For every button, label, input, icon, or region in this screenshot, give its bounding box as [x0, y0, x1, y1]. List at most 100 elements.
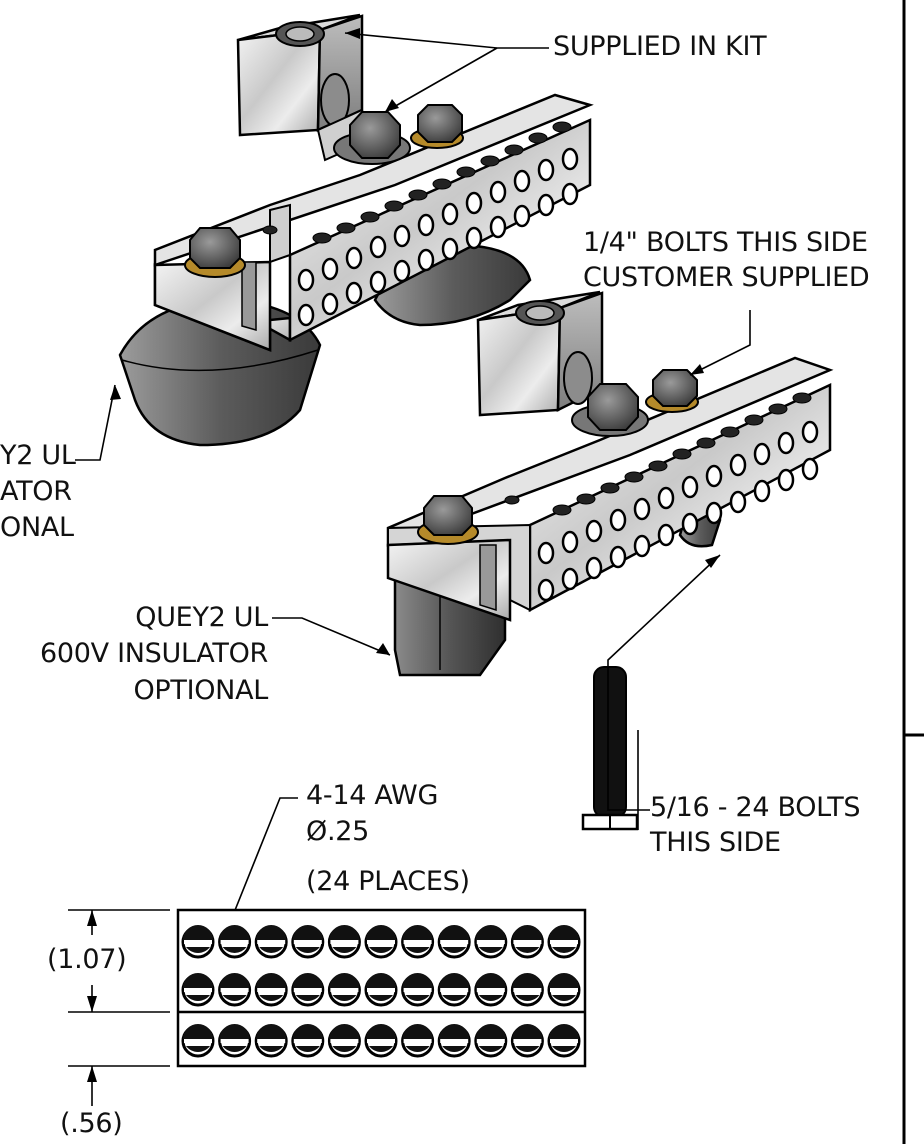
terminal-hole-thread [186, 1046, 210, 1052]
lower-assembly [386, 290, 834, 677]
terminal-hole-thread [256, 973, 287, 988]
terminal-hole-slot [220, 940, 249, 944]
terminal-hole-slot [440, 988, 469, 992]
lower-bolt-right [645, 369, 699, 413]
terminal-hole-thread [332, 947, 357, 953]
bolt-516-illustration [581, 666, 639, 831]
terminal-hole-thread [552, 947, 576, 953]
upper-lug [236, 13, 372, 162]
terminal-hole-slot [330, 988, 359, 992]
lower-bolt-center [571, 383, 649, 437]
terminal-hole-thread [219, 1024, 250, 1039]
terminal-hole-thread [512, 973, 543, 988]
terminal-hole-thread [183, 925, 213, 940]
terminal-hole-thread [515, 947, 540, 953]
terminal-hole-thread [369, 1046, 393, 1052]
terminal-hole-thread [442, 995, 467, 1001]
terminal-hole-slot [367, 940, 395, 944]
terminal-hole-thread [369, 995, 393, 1001]
terminal-hole-slot [476, 940, 505, 944]
terminal-hole-thread [515, 995, 540, 1001]
terminal-hole-slot [257, 988, 286, 992]
terminal-hole-thread [186, 947, 210, 954]
terminal-hole-thread [259, 1046, 284, 1052]
terminal-hole-slot [476, 1039, 505, 1043]
terminal-hole-thread [402, 925, 433, 940]
terminal-hole-thread [366, 925, 396, 940]
terminal-hole-thread [478, 995, 503, 1001]
terminal-hole-slot [293, 940, 322, 944]
terminal-hole-slot [403, 940, 432, 944]
terminal-hole-slot [440, 1039, 469, 1043]
terminal-hole-thread [219, 925, 250, 940]
terminal-hole-thread [332, 995, 357, 1001]
terminal-hole-thread [549, 925, 579, 940]
terminal-hole-slot [513, 1039, 542, 1043]
upper-bar [153, 93, 594, 352]
dimension-lower-label: (.56) [60, 1108, 123, 1139]
quarter-bolts-label-line2: CUSTOMER SUPPLIED [583, 262, 870, 293]
terminal-hole-thread [292, 1024, 323, 1039]
lower-bolt-left [417, 495, 479, 545]
terminal-hole-thread [549, 973, 579, 988]
terminal-hole-slot [367, 988, 395, 992]
terminal-hole-thread [186, 995, 210, 1002]
terminal-hole-slot [293, 1039, 322, 1043]
upper-bolt-left [184, 227, 246, 278]
terminal-hole-thread [475, 973, 506, 988]
terminal-hole-thread [295, 1046, 320, 1052]
terminal-hole-thread [475, 1024, 506, 1039]
terminal-hole-slot [440, 940, 469, 944]
terminal-hole-thread [515, 1046, 540, 1052]
terminal-hole-slot [220, 1039, 249, 1043]
supplied-in-kit-label: SUPPLIED IN KIT [553, 31, 767, 62]
terminal-hole-slot [403, 1039, 432, 1043]
leader-lines [75, 32, 751, 986]
drawing-frame [902, 0, 924, 1144]
bolt-516-label-line2: THIS SIDE [650, 827, 781, 858]
terminal-hole-thread [552, 995, 576, 1001]
terminal-hole-thread [552, 1046, 576, 1052]
terminal-hole-slot [257, 940, 286, 944]
terminal-hole-thread [402, 1024, 433, 1039]
insulator-label-line2: 600V INSULATOR [40, 638, 268, 669]
terminal-hole-slot [513, 940, 542, 944]
insulator-left-label-line2: ATOR [0, 476, 72, 507]
terminal-hole-thread [329, 973, 360, 988]
terminal-hole-thread [369, 947, 393, 953]
terminal-hole-thread [292, 973, 323, 988]
front-view-holes [181, 925, 581, 1058]
terminal-hole-slot [513, 988, 542, 992]
awg-label-line1: 4-14 AWG [306, 780, 439, 811]
terminal-hole-thread [405, 1046, 430, 1052]
terminal-hole-thread [222, 947, 247, 953]
terminal-hole-slot [293, 988, 322, 992]
dimension-upper-label: (1.07) [47, 944, 127, 975]
terminal-hole-thread [512, 1024, 543, 1039]
terminal-hole-slot [403, 988, 432, 992]
terminal-hole-slot [257, 1039, 286, 1043]
insulator-left-label-line1: Y2 UL [0, 440, 76, 471]
terminal-hole-thread [439, 925, 470, 940]
upper-bolt-center [333, 111, 411, 165]
terminal-hole-slot [550, 1039, 578, 1043]
terminal-hole-slot [550, 940, 578, 944]
terminal-hole-thread [405, 947, 430, 953]
terminal-hole-thread [442, 1046, 467, 1052]
terminal-hole-thread [256, 925, 287, 940]
terminal-hole-slot [184, 1039, 212, 1043]
terminal-hole-thread [295, 947, 320, 953]
terminal-hole-thread [442, 947, 467, 953]
terminal-hole-thread [405, 995, 430, 1001]
terminal-hole-thread [183, 973, 213, 988]
terminal-hole-thread [439, 1024, 470, 1039]
terminal-hole-slot [476, 988, 505, 992]
terminal-hole-thread [222, 1046, 247, 1052]
terminal-hole-thread [478, 1046, 503, 1052]
insulator-label-line3: OPTIONAL [133, 675, 268, 706]
terminal-hole-thread [259, 995, 284, 1001]
terminal-hole-slot [184, 940, 212, 944]
upper-bolt-right [410, 104, 464, 149]
front-view [176, 908, 587, 1068]
dimension-lines [68, 909, 170, 1106]
